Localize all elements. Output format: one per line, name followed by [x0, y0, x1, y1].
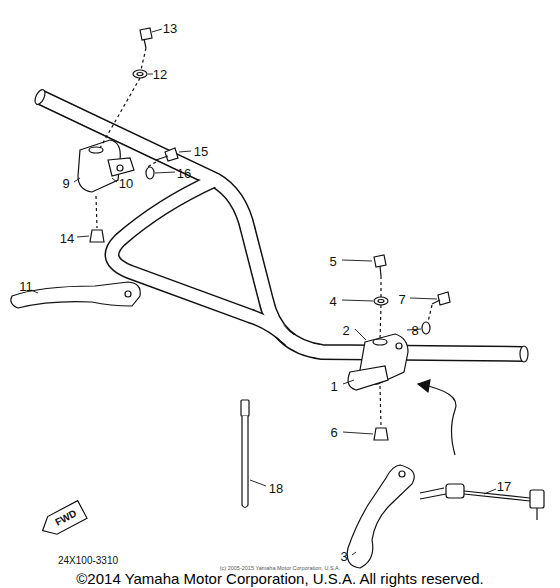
right-lever — [347, 465, 414, 568]
assembly-line — [96, 48, 432, 426]
callout-number: 17 — [497, 480, 511, 493]
callout-number: 5 — [329, 255, 336, 268]
handlebar — [33, 88, 528, 362]
fasteners — [90, 28, 450, 440]
callout-number: 2 — [342, 324, 349, 337]
arrow-head — [418, 380, 430, 392]
callout-number: 14 — [60, 232, 74, 245]
callout-number: 6 — [330, 426, 337, 439]
callout-number: 4 — [329, 295, 336, 308]
callout-number: 16 — [177, 167, 191, 180]
callout-number: 9 — [62, 177, 69, 190]
leader-line — [31, 29, 496, 555]
callout-number: 1 — [330, 380, 337, 393]
callout-number: 11 — [19, 280, 33, 293]
callout-number: 13 — [163, 22, 177, 35]
copyright-caption: ©2014 Yamaha Motor Corporation, U.S.A. A… — [76, 571, 483, 586]
arrow-shape — [37, 501, 86, 540]
callout-number: 18 — [269, 482, 283, 495]
cable-strap — [241, 400, 249, 508]
forward-arrow: FWD — [36, 499, 88, 540]
callout-number: 8 — [411, 324, 418, 337]
left-lever-holder — [78, 140, 134, 192]
right-lever-holder — [348, 334, 408, 390]
callout-number: 12 — [153, 68, 167, 81]
diagram-code: 24X100-3310 — [58, 556, 118, 566]
callout-number: 15 — [194, 145, 208, 158]
assembly-arrow — [418, 384, 456, 455]
callout-number: 7 — [398, 293, 405, 306]
callout-number: 10 — [119, 177, 133, 190]
direction-text: FWD — [46, 508, 78, 531]
clutch-switch — [420, 484, 544, 520]
callout-number: 3 — [340, 550, 347, 563]
